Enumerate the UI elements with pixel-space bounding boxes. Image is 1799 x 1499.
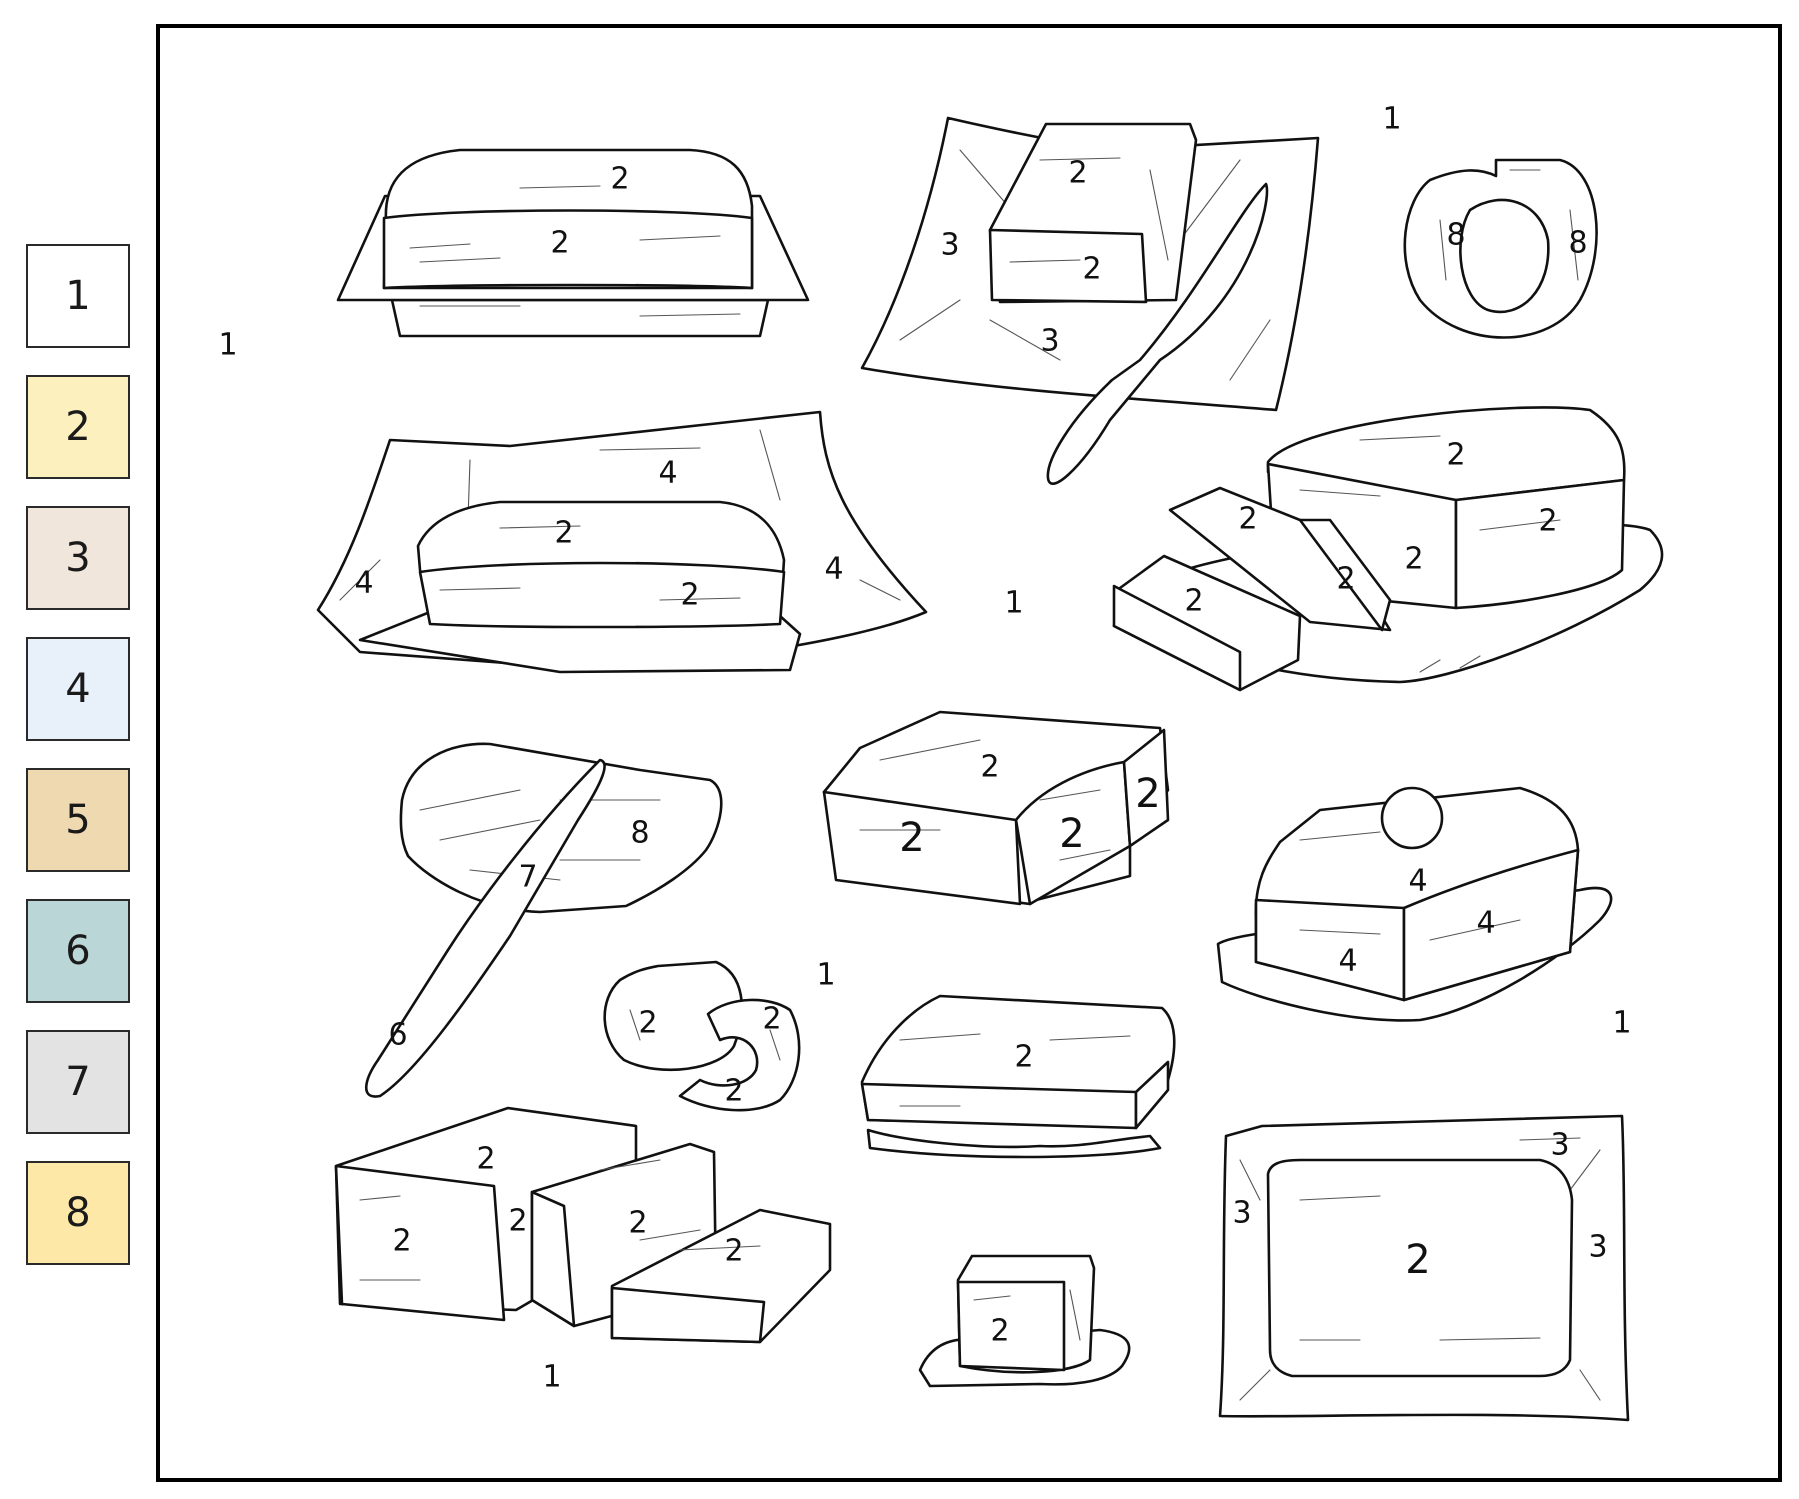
region-label: 2 [476, 1142, 495, 1177]
butter-curls-illustration[interactable]: 2 2 2 [603, 960, 801, 1112]
background-label: 1 [1004, 586, 1023, 621]
region-label: 2 [1405, 1237, 1430, 1283]
legend-number: 7 [65, 1059, 91, 1105]
region-label: 2 [1238, 502, 1257, 537]
legend-number: 8 [65, 1190, 91, 1236]
region-label: 2 [610, 162, 629, 197]
region-label: 3 [940, 228, 959, 263]
region-label: 3 [1588, 1230, 1607, 1265]
background-label: 1 [1612, 1006, 1631, 1041]
background-label: 1 [1382, 102, 1401, 137]
legend-number: 2 [65, 404, 91, 450]
butter-curl-illustration[interactable]: 8 8 [1403, 158, 1598, 339]
legend-swatch-3[interactable]: 3 [26, 506, 130, 610]
region-label: 2 [1082, 252, 1101, 287]
region-label: 6 [388, 1018, 407, 1053]
legend-swatch-2[interactable]: 2 [26, 375, 130, 479]
region-label: 2 [1404, 542, 1423, 577]
butter-block-bitten-illustration[interactable]: 2 2 2 2 [822, 710, 1170, 906]
butter-paper-knife-illustration[interactable]: 2 2 3 3 [860, 116, 1320, 485]
region-label: 2 [1135, 771, 1160, 817]
region-label: 3 [1040, 324, 1059, 359]
region-label: 4 [1408, 864, 1427, 899]
legend-swatch-7[interactable]: 7 [26, 1030, 130, 1134]
region-label: 4 [1476, 906, 1495, 941]
butter-on-square-paper-illustration[interactable]: 3 3 3 2 [1218, 1114, 1630, 1422]
legend-number: 3 [65, 535, 91, 581]
butter-knife-scrape-illustration[interactable]: 8 7 6 [365, 742, 723, 1098]
butter-dish-lidded-illustration[interactable]: 4 4 4 [1216, 786, 1613, 1022]
background-label: 1 [816, 958, 835, 993]
region-label: 2 [1059, 811, 1084, 857]
background-label: 1 [218, 328, 237, 363]
region-label: 2 [990, 1314, 1009, 1349]
butter-melting-slab-illustration[interactable]: 2 [860, 994, 1176, 1159]
region-label: 8 [1446, 218, 1465, 253]
butter-cut-blocks-illustration[interactable]: 2 2 2 2 2 [334, 1106, 832, 1344]
region-label: 7 [518, 860, 537, 895]
region-label: 2 [724, 1074, 743, 1109]
region-label: 8 [630, 816, 649, 851]
butter-on-paper-illustration[interactable]: 2 2 [336, 148, 810, 338]
region-label: 2 [392, 1224, 411, 1259]
region-label: 2 [638, 1006, 657, 1041]
region-label: 2 [628, 1206, 647, 1241]
region-label: 2 [1014, 1040, 1033, 1075]
butter-small-cube-illustration[interactable]: 2 [918, 1254, 1131, 1388]
legend-swatch-4[interactable]: 4 [26, 637, 130, 741]
background-label: 1 [542, 1360, 561, 1395]
region-label: 4 [1338, 944, 1357, 979]
region-label: 2 [1068, 156, 1087, 191]
legend-number: 6 [65, 928, 91, 974]
region-label: 3 [1550, 1128, 1569, 1163]
legend-swatch-5[interactable]: 5 [26, 768, 130, 872]
region-label: 4 [354, 566, 373, 601]
legend-swatch-1[interactable]: 1 [26, 244, 130, 348]
region-label: 4 [824, 552, 843, 587]
region-label: 2 [1184, 584, 1203, 619]
butter-slices-board-illustration[interactable]: 2 2 2 2 2 2 [1112, 406, 1664, 692]
region-label: 2 [554, 516, 573, 551]
region-label: 2 [1336, 562, 1355, 597]
legend-number: 4 [65, 666, 91, 712]
legend-swatch-8[interactable]: 8 [26, 1161, 130, 1265]
region-label: 2 [899, 815, 924, 861]
region-label: 2 [1446, 438, 1465, 473]
region-label: 2 [980, 750, 999, 785]
region-label: 8 [1568, 226, 1587, 261]
region-label: 2 [550, 226, 569, 261]
region-label: 2 [1538, 504, 1557, 539]
region-label: 2 [762, 1002, 781, 1037]
region-label: 2 [508, 1204, 527, 1239]
legend-swatch-6[interactable]: 6 [26, 899, 130, 1003]
region-label: 3 [1232, 1196, 1251, 1231]
region-label: 2 [724, 1234, 743, 1269]
region-label: 2 [680, 578, 699, 613]
butter-wrapped-foil-illustration[interactable]: 4 2 2 4 4 [316, 410, 928, 674]
legend-number: 1 [65, 273, 91, 319]
region-label: 4 [658, 456, 677, 491]
legend-number: 5 [65, 797, 91, 843]
